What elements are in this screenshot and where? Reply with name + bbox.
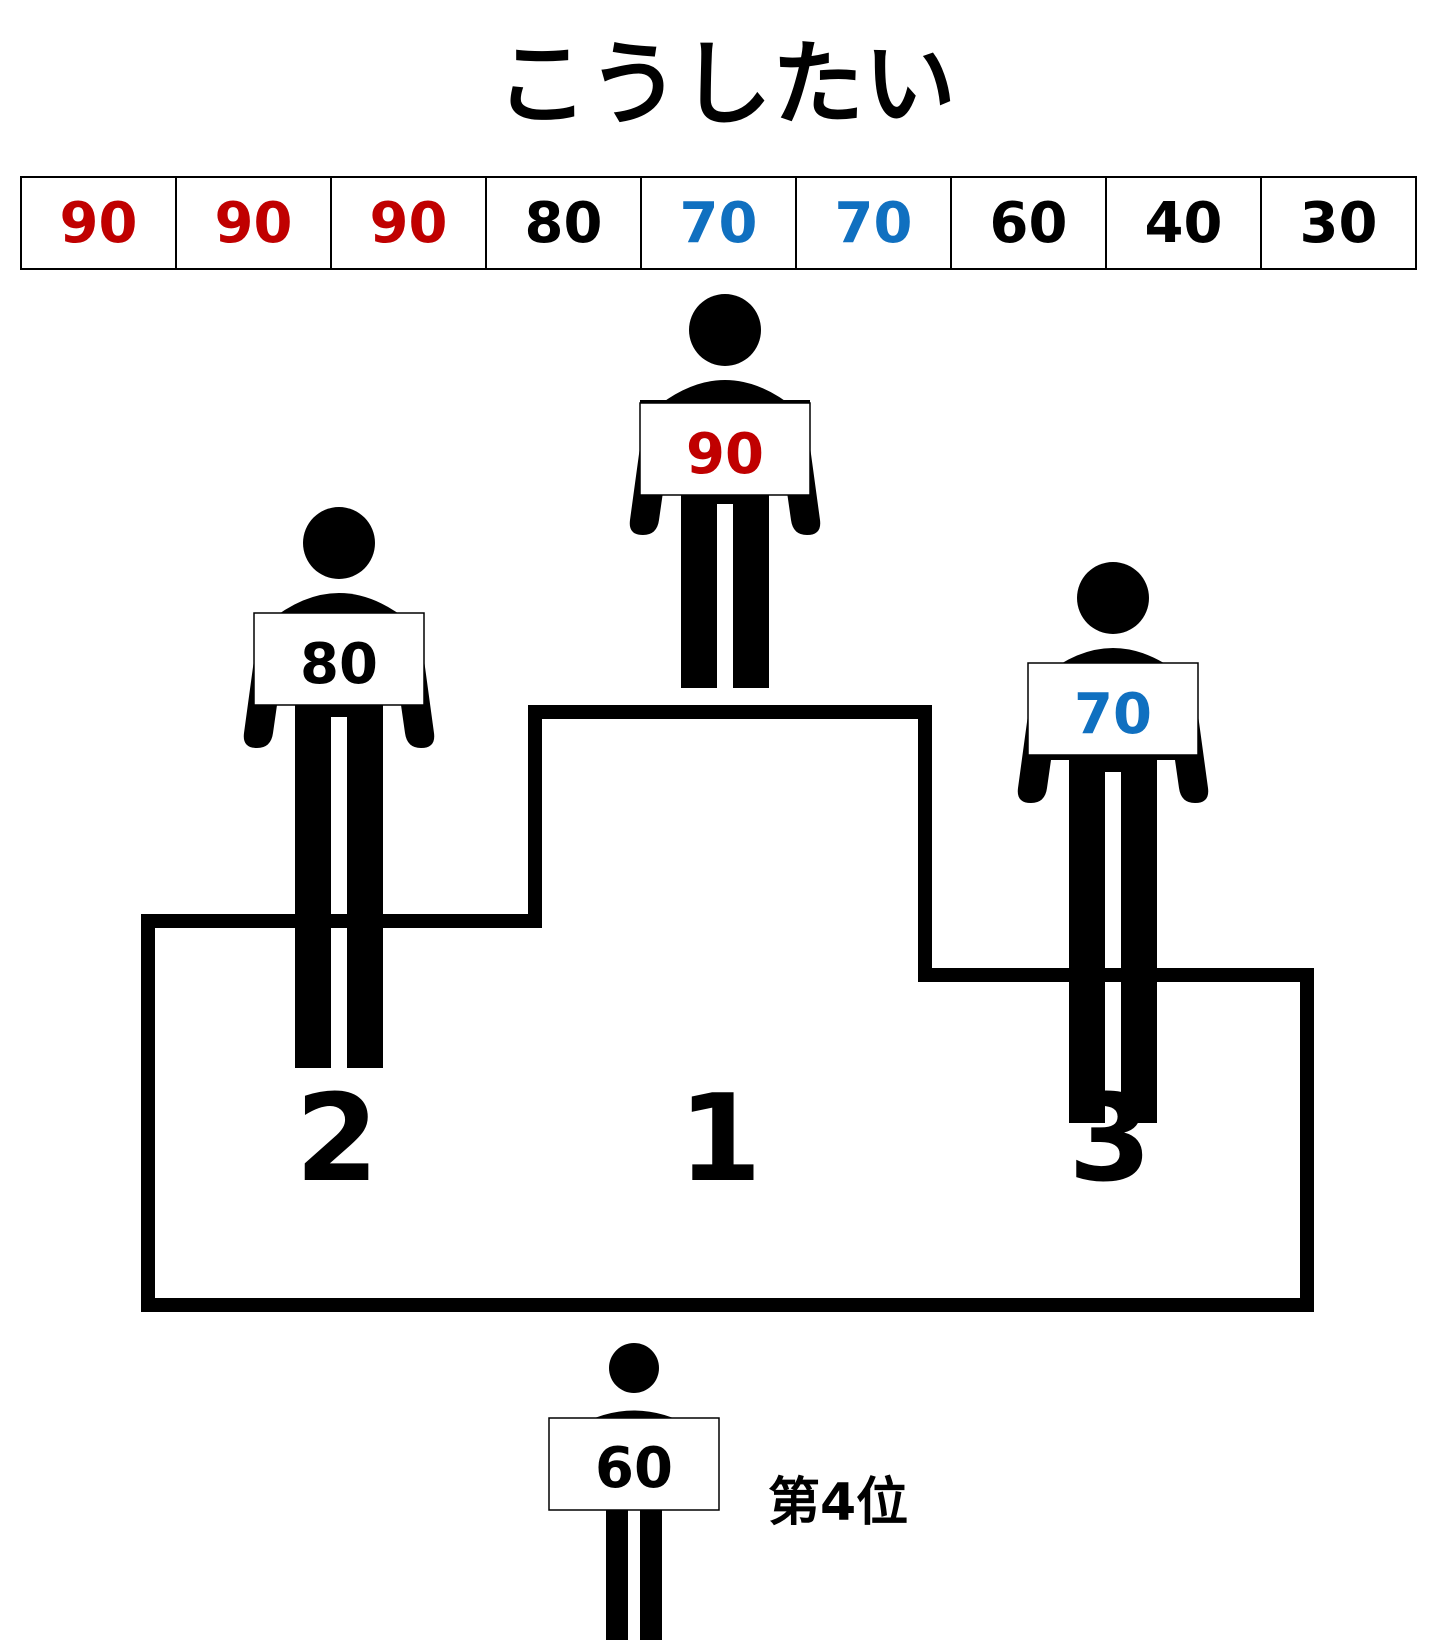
score-sign-fourth: 60	[548, 1417, 720, 1511]
sign-score-second: 80	[300, 632, 378, 697]
sign-score-third: 70	[1074, 682, 1152, 747]
score-cell: 70	[642, 178, 797, 268]
score-cell: 40	[1107, 178, 1262, 268]
score-cell: 30	[1262, 178, 1417, 268]
rank-number-1: 1	[678, 1070, 762, 1209]
score-cell: 90	[22, 178, 177, 268]
score-sign-third: 70	[1027, 662, 1199, 756]
rank-number-2: 2	[295, 1070, 379, 1209]
sign-score-fourth: 60	[595, 1436, 673, 1501]
score-sign-first: 90	[639, 402, 811, 496]
page-title: こうしたい	[495, 31, 956, 138]
score-cell: 70	[797, 178, 952, 268]
score-cell: 90	[332, 178, 487, 268]
score-cell: 90	[177, 178, 332, 268]
score-cell: 60	[952, 178, 1107, 268]
sign-score-first: 90	[686, 422, 764, 487]
podium-outline	[141, 705, 1314, 1312]
score-sign-second: 80	[253, 612, 425, 706]
score-strip: 90 90 90 80 70 70 60 40 30	[20, 176, 1417, 270]
fourth-place-label: 第4位	[768, 1473, 909, 1533]
score-cell: 80	[487, 178, 642, 268]
